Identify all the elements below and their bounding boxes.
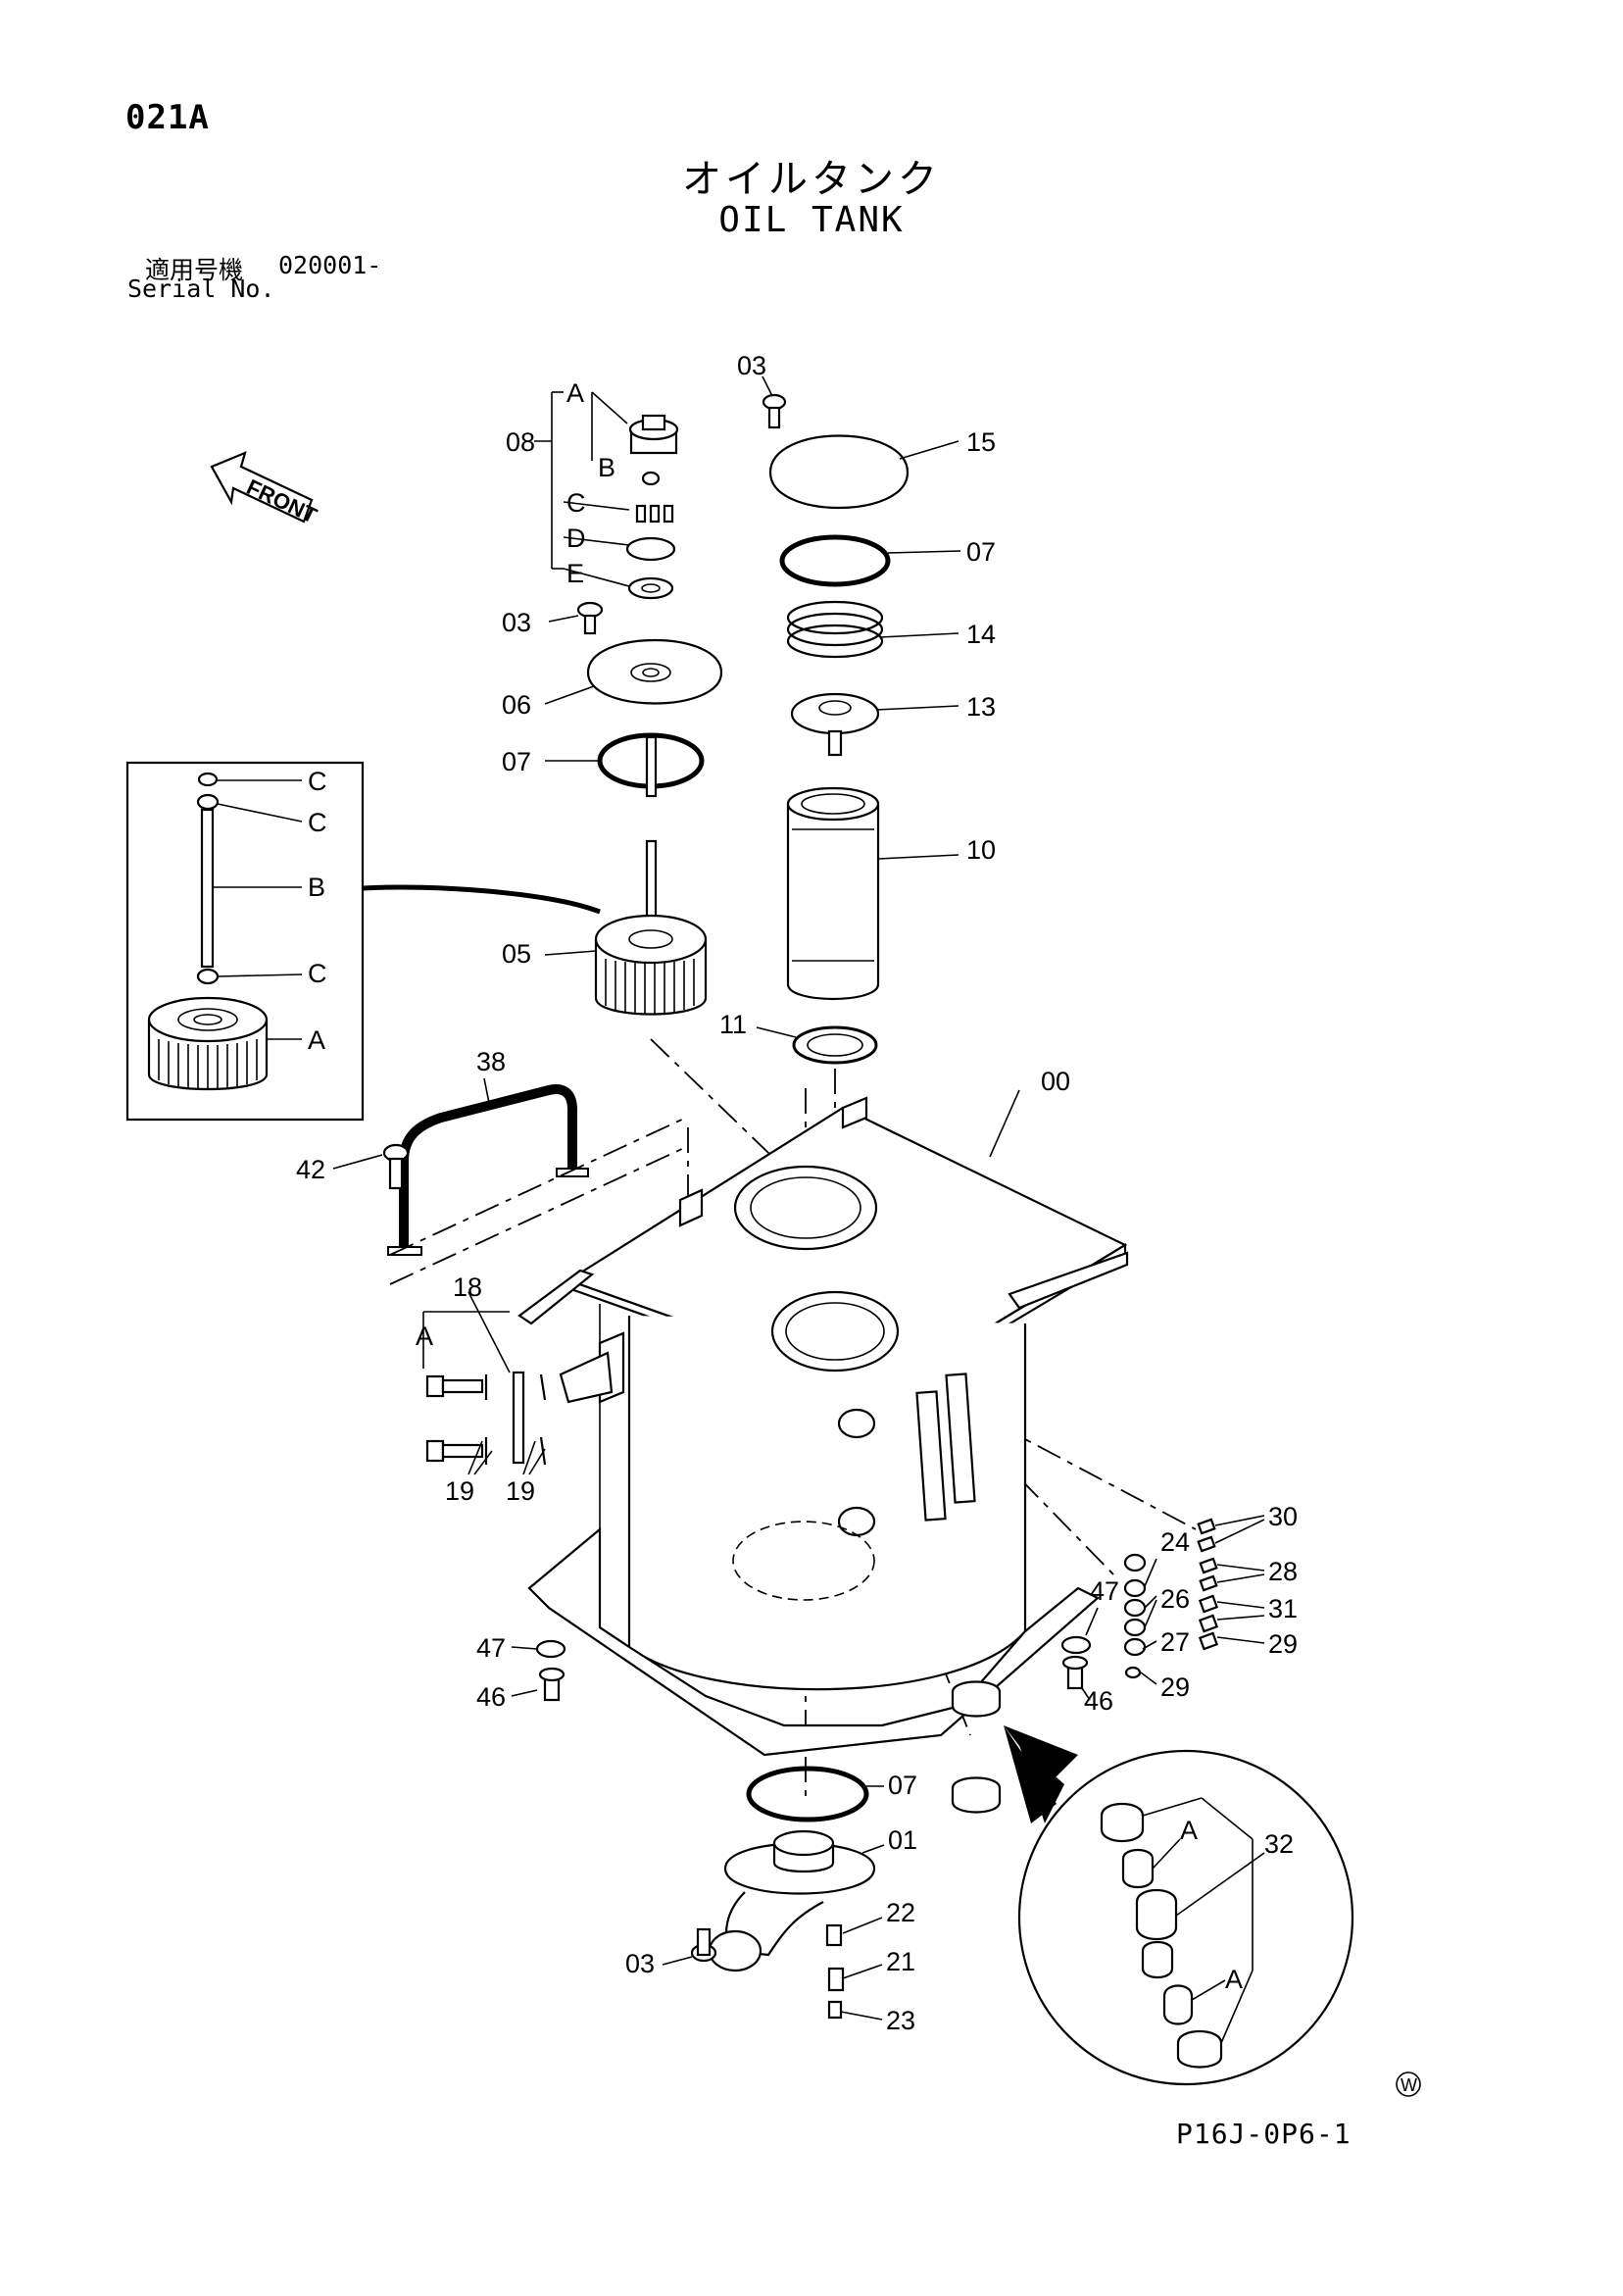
callout-00: 00 — [1041, 1067, 1070, 1096]
serial-label-japanese: 適用号機 — [145, 256, 244, 284]
drain-fittings-21-22-23 — [825, 1917, 883, 2021]
callout-18: 18 — [453, 1273, 482, 1302]
serial-label: Serial No. — [127, 275, 275, 303]
seal-ring-11 — [756, 1025, 878, 1065]
hose-clamps — [951, 1680, 1078, 1823]
callout-19-a: 19 — [445, 1476, 474, 1506]
inset-label-a: A — [308, 1025, 325, 1055]
inset-detail-box — [125, 761, 601, 1122]
callout-23: 23 — [886, 2006, 915, 2035]
filter-05-with-rod — [544, 735, 708, 1016]
callout-46-right: 46 — [1084, 1686, 1113, 1716]
callout-27: 27 — [1160, 1627, 1190, 1657]
o-ring-07-left — [545, 732, 705, 789]
bolt-03-bottom — [662, 1927, 717, 1966]
callout-07-left: 07 — [502, 747, 531, 776]
callout-21: 21 — [886, 1947, 915, 1976]
sub-label-08-c: C — [566, 488, 586, 518]
front-label: FRONT — [243, 474, 321, 528]
handle-38 — [387, 1077, 589, 1256]
bolt-03-top — [762, 375, 787, 429]
bolt-42 — [332, 1143, 410, 1190]
suction-elbow-01 — [708, 1829, 885, 1972]
callout-42: 42 — [296, 1155, 325, 1184]
sub-label-08-e: E — [566, 559, 584, 588]
front-direction-arrow: FRONT — [210, 451, 321, 528]
filter-element-10 — [786, 786, 959, 1001]
inset-label-c-1: C — [308, 767, 327, 796]
callout-11: 11 — [719, 1010, 747, 1039]
sub-label-18-a: A — [416, 1322, 433, 1351]
part-08-breather-assembly — [534, 391, 679, 600]
detail-circle-32 — [1017, 1745, 1354, 2086]
callout-14: 14 — [966, 620, 996, 649]
callout-08: 08 — [506, 427, 535, 457]
valve-13 — [790, 692, 959, 757]
right-side-fittings — [1060, 1515, 1265, 1701]
callout-29-a: 29 — [1268, 1629, 1298, 1659]
oil-tank-00 — [517, 1089, 1129, 1757]
callout-31: 31 — [1268, 1594, 1298, 1623]
w-mark-letter: W — [1401, 2075, 1417, 2095]
page-title: OIL TANK — [718, 200, 905, 240]
callout-46-left: 46 — [476, 1682, 506, 1712]
inset-label-c-3: C — [308, 959, 327, 988]
o-ring-07-right — [779, 534, 961, 587]
callout-10: 10 — [966, 835, 996, 865]
cover-06 — [544, 639, 723, 705]
callout-01: 01 — [888, 1825, 917, 1855]
sub-label-32-a-2: A — [1225, 1965, 1243, 1994]
callout-24: 24 — [1160, 1527, 1190, 1557]
cover-plate-15 — [768, 434, 959, 510]
page-code: 021A — [125, 98, 210, 137]
spring-14 — [786, 600, 959, 659]
callout-32: 32 — [1264, 1829, 1294, 1859]
callout-38: 38 — [476, 1047, 506, 1076]
callout-29-b: 29 — [1160, 1672, 1190, 1702]
callout-05: 05 — [502, 939, 531, 969]
callout-03-left: 03 — [502, 608, 531, 637]
page-title-japanese: オイルタンク — [682, 157, 941, 202]
callout-26: 26 — [1160, 1584, 1190, 1614]
callout-28: 28 — [1268, 1557, 1298, 1586]
callout-47-left: 47 — [476, 1633, 506, 1663]
watermark-w-mark: W — [1396, 2071, 1421, 2097]
bolt-03-left — [548, 601, 604, 635]
drawing-code: P16J-0P6-1 — [1176, 2118, 1352, 2150]
sub-label-08-a: A — [566, 378, 584, 408]
callout-07: 07 — [966, 537, 996, 567]
inset-label-c-2: C — [308, 808, 327, 837]
callout-47-right: 47 — [1090, 1576, 1119, 1606]
callout-22: 22 — [886, 1898, 915, 1927]
callout-07-bottom: 07 — [888, 1771, 917, 1800]
washer-bolt-46-47-left — [511, 1639, 566, 1702]
callout-03: 03 — [737, 351, 766, 380]
sub-label-08-d: D — [566, 524, 586, 553]
callout-19-b: 19 — [506, 1476, 535, 1506]
parts-18-19-bolts — [422, 1291, 614, 1475]
serial-number-range: 020001- — [278, 251, 382, 279]
sub-label-08-b: B — [598, 453, 615, 482]
callout-06: 06 — [502, 690, 531, 720]
o-ring-07-bottom — [746, 1766, 884, 1822]
callout-15: 15 — [966, 427, 996, 457]
callout-30: 30 — [1268, 1502, 1298, 1531]
callout-03-bottom: 03 — [625, 1949, 655, 1978]
inset-label-b: B — [308, 873, 325, 902]
sub-label-32-a-1: A — [1180, 1816, 1198, 1845]
callout-13: 13 — [966, 692, 996, 722]
